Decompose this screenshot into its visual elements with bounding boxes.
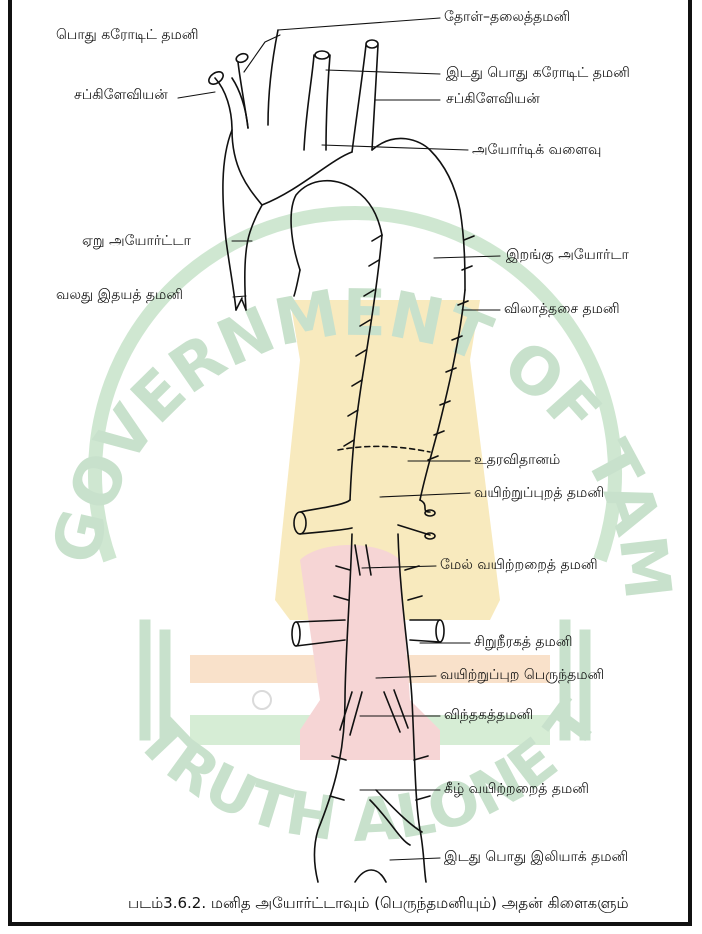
label-intercostal: விலாத்தசை தமனி — [504, 302, 620, 316]
label-coeliac: வயிற்றுப்புறத் தமனி — [474, 486, 604, 500]
figure-caption: படம்3.6.2. மனித அயோர்ட்டாவும் (பெருந்தமன… — [128, 894, 629, 914]
label-diaphragm: உதரவிதானம் — [474, 453, 560, 467]
flag-chakra — [253, 691, 271, 709]
brachiocephalic-vessel — [238, 62, 248, 128]
label-right-coronary: வலது இதயத் தமனி — [56, 288, 183, 302]
aortic-arch — [223, 130, 236, 310]
label-common-carotid: பொது கரோடிட் தமனி — [56, 28, 199, 42]
label-subclavian-left: சப்கிளேவியன் — [74, 88, 168, 102]
right-subclavian-vessel — [215, 78, 262, 205]
label-abdominal-aorta: வயிற்றுப்புற பெருந்தமனி — [440, 668, 604, 682]
label-superior-mesenteric: மேல் வயிற்றறைத் தமனி — [440, 558, 598, 572]
label-renal: சிறுநீரகத் தமனி — [474, 635, 573, 649]
label-aortic-arch: அயோர்டிக் வளைவு — [472, 143, 601, 157]
label-gonadal: விந்தகத்தமனி — [444, 708, 533, 722]
label-left-common-carotid: இடது பொது கரோடிட் தமனி — [446, 66, 630, 80]
label-brachiocephalic: தோள்–தலைத்தமனி — [444, 10, 570, 24]
label-descending-aorta: இறங்கு அயோர்டா — [506, 248, 629, 262]
label-subclavian-right: சப்கிளேவியன் — [446, 92, 540, 106]
label-ascending-aorta: ஏறு அயோர்ட்டா — [82, 234, 191, 248]
label-inferior-mesenteric: கீழ் வயிற்றறைத் தமனி — [444, 782, 589, 796]
label-left-common-iliac: இடது பொது இலியாக் தமனி — [444, 850, 628, 864]
watermark-seal: GOVERNMENT OF TAMILNADU TRUTH ALONE TRIU… — [0, 0, 685, 856]
